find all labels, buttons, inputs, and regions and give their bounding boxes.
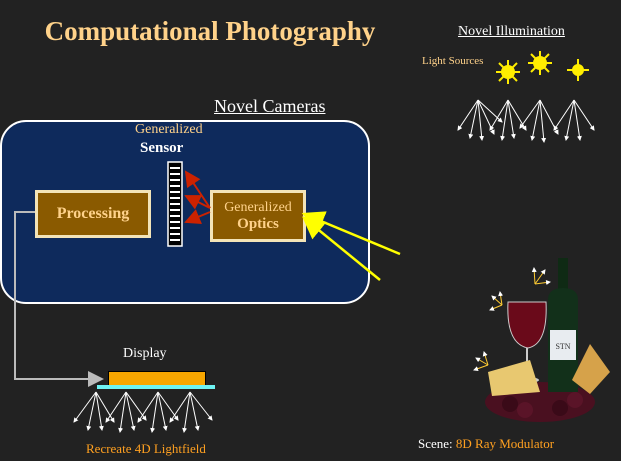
generalized-optics-label-line2: Optics: [237, 215, 279, 232]
light-source-star-icon: [567, 59, 589, 81]
svg-text:STN: STN: [555, 342, 570, 351]
display-label: Display: [123, 346, 167, 361]
illumination-ray-fans-icon: [457, 99, 595, 143]
novel-cameras-label: Novel Cameras: [214, 96, 326, 116]
display-ray-fans-icon: [73, 391, 213, 433]
processing-label: Processing: [56, 205, 130, 222]
still-life-scene-image: STN: [473, 258, 610, 422]
generalized-optics-block: Generalized Optics: [210, 190, 306, 242]
scene-caption-prefix: Scene:: [418, 436, 456, 451]
novel-illumination-label: Novel Illumination: [458, 24, 565, 39]
incoming-rays-icon: [301, 211, 401, 281]
sensor-rays-icon: [184, 170, 211, 224]
light-source-star-icon: [528, 51, 552, 75]
scene-caption: Scene: 8D Ray Modulator: [418, 436, 554, 452]
light-source-star-icon: [496, 60, 520, 84]
slide-title: Computational Photography: [44, 16, 376, 46]
scene-caption-highlight: 8D Ray Modulator: [455, 436, 555, 451]
sensor-strip-icon: [167, 161, 183, 247]
display-base: [97, 385, 215, 389]
generalized-optics-label-line1: Generalized: [224, 199, 292, 215]
light-sources-label: Light Sources: [422, 55, 484, 67]
generalized-sensor-label-line1: Generalized: [135, 122, 203, 137]
display-link-arrow: [14, 211, 104, 387]
generalized-sensor-label-line2: Sensor: [140, 140, 184, 156]
recreate-lightfield-label: Recreate 4D Lightfield: [86, 441, 206, 456]
processing-block: Processing: [35, 190, 151, 238]
